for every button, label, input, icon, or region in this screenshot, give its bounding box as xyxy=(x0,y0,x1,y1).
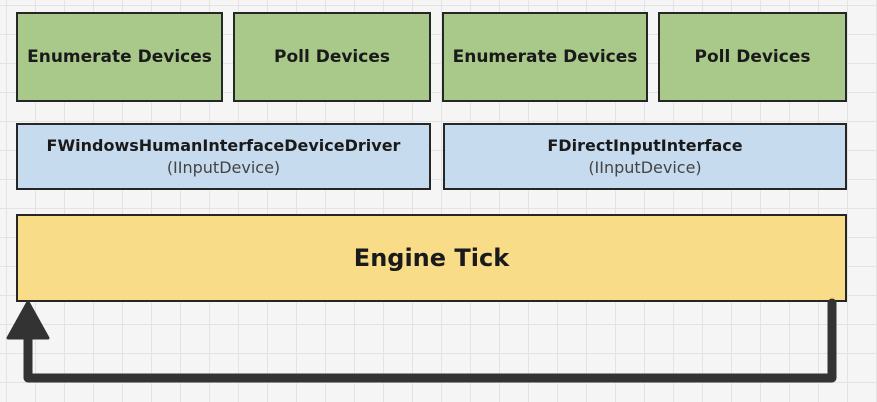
poll-devices-label-2: Poll Devices xyxy=(694,47,811,67)
direct-input-interface-box: FDirectInputInterface (IInputDevice) xyxy=(443,123,847,190)
poll-devices-box-1: Poll Devices xyxy=(233,12,431,102)
windows-hid-driver-title: FWindowsHumanInterfaceDeviceDriver xyxy=(46,135,401,155)
poll-devices-label-1: Poll Devices xyxy=(274,47,390,67)
direct-input-interface-subtitle: (IInputDevice) xyxy=(588,157,702,177)
enumerate-devices-box-1: Enumerate Devices xyxy=(16,12,223,102)
windows-hid-driver-box: FWindowsHumanInterfaceDeviceDriver (IInp… xyxy=(16,123,431,190)
loop-arrow-line xyxy=(23,298,837,383)
engine-tick-box: Engine Tick xyxy=(16,214,847,302)
loop-arrow-head xyxy=(6,300,50,340)
windows-hid-driver-subtitle: (IInputDevice) xyxy=(166,157,281,177)
enumerate-devices-box-2: Enumerate Devices xyxy=(442,12,648,102)
poll-devices-box-2: Poll Devices xyxy=(658,12,847,102)
engine-tick-label: Engine Tick xyxy=(353,244,510,272)
enumerate-devices-label-1: Enumerate Devices xyxy=(27,47,212,67)
enumerate-devices-label-2: Enumerate Devices xyxy=(452,47,638,67)
direct-input-interface-title: FDirectInputInterface xyxy=(547,135,743,155)
